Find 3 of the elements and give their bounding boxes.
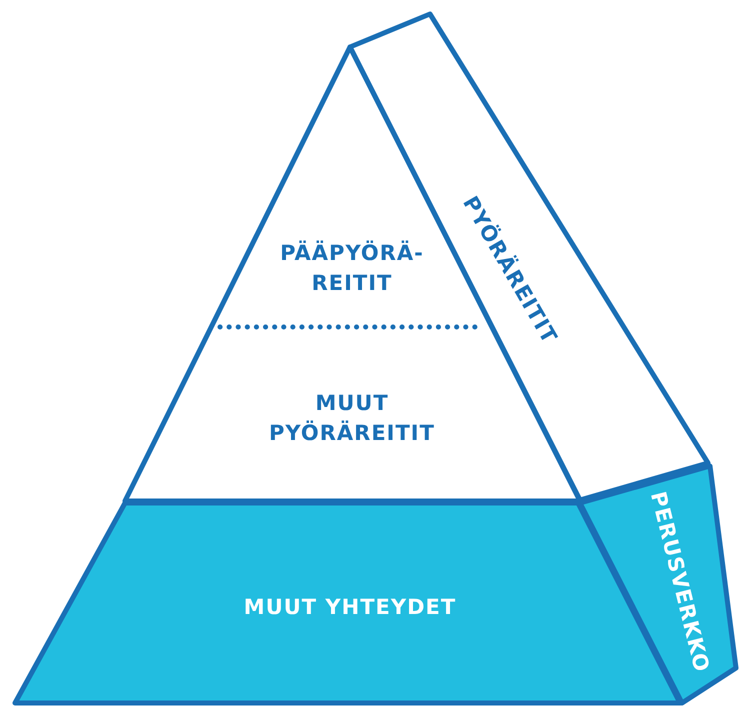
section-label: PÄÄPYÖRÄ- REITIT — [279, 240, 425, 297]
section-label: MUUT PYÖRÄREITIT — [268, 390, 436, 447]
section-label: MUUT YHTEYDET — [242, 594, 458, 621]
